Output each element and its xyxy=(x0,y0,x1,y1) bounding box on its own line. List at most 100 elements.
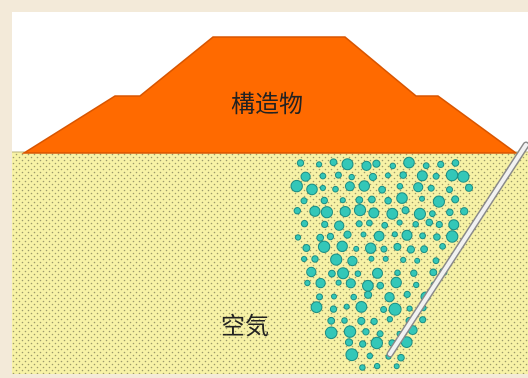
air-bubble xyxy=(335,279,342,286)
air-bubble xyxy=(300,219,309,228)
air-bubble xyxy=(327,316,336,325)
air-bubble xyxy=(451,195,460,204)
air-bubble-cluster xyxy=(290,156,474,371)
structure-embankment xyxy=(21,36,519,154)
air-bubble xyxy=(355,196,364,204)
air-bubble xyxy=(320,206,333,219)
air-bubble xyxy=(373,362,381,370)
air-bubble xyxy=(433,233,441,241)
air-bubble xyxy=(347,255,358,267)
air-bubble xyxy=(432,172,440,180)
air-bubble xyxy=(337,267,350,280)
air-bubble xyxy=(372,267,383,279)
air-bubble xyxy=(353,245,360,252)
air-bubble xyxy=(321,220,329,228)
air-bubble xyxy=(324,326,338,340)
air-bubble xyxy=(413,207,426,220)
air-bubble xyxy=(422,162,430,170)
air-bubble xyxy=(368,195,376,204)
air-bubble xyxy=(460,207,469,216)
air-bubble xyxy=(362,328,370,336)
air-bubble xyxy=(362,279,374,292)
air-bubble xyxy=(301,255,308,263)
air-bubble xyxy=(372,159,381,168)
air-bubble xyxy=(326,232,335,241)
air-bubble xyxy=(386,207,399,220)
air-bubble xyxy=(380,245,388,253)
air-bubble xyxy=(339,206,351,218)
air-bubble xyxy=(315,277,326,289)
air-bubble xyxy=(446,230,459,243)
air-bubble xyxy=(334,171,342,179)
air-bubble xyxy=(393,363,400,370)
air-bubble xyxy=(464,183,474,192)
air-bubble xyxy=(384,196,392,205)
air-bubble xyxy=(353,204,367,217)
air-bubble xyxy=(330,253,343,266)
air-bubble xyxy=(376,330,384,338)
air-bubble xyxy=(360,231,367,238)
air-bubble xyxy=(341,317,348,324)
air-bubble xyxy=(420,245,429,254)
air-bubble xyxy=(361,160,372,171)
air-bubble xyxy=(328,269,336,278)
air-bubble xyxy=(373,230,385,242)
air-bubble xyxy=(388,302,402,316)
air-bubble xyxy=(425,218,434,227)
air-bubble xyxy=(457,170,470,183)
air-bubble xyxy=(393,242,402,251)
air-bubble xyxy=(378,185,387,194)
air-bubble xyxy=(309,205,321,217)
air-bubble xyxy=(446,208,454,217)
air-bubble xyxy=(451,159,460,167)
air-bubble xyxy=(300,197,308,205)
air-bubble xyxy=(316,233,325,242)
air-bubble xyxy=(300,171,311,182)
air-bubble xyxy=(294,234,302,241)
air-bubble xyxy=(345,278,356,289)
air-bubble xyxy=(403,290,411,298)
air-bubble xyxy=(304,279,311,287)
air-bubble xyxy=(416,170,428,182)
air-bubble xyxy=(394,269,401,277)
air-bubble xyxy=(355,301,368,313)
air-bubble xyxy=(370,317,378,326)
air-bubble xyxy=(354,270,362,278)
air-bubble xyxy=(396,183,404,190)
air-bubble xyxy=(343,325,357,338)
air-bubble xyxy=(391,231,398,238)
air-bubble xyxy=(368,207,380,219)
air-bubble xyxy=(390,276,402,289)
air-bubble xyxy=(389,162,397,170)
air-bubble xyxy=(432,195,445,208)
air-bubble xyxy=(339,197,346,204)
air-bubble xyxy=(366,352,374,360)
air-bubble xyxy=(384,292,395,303)
air-bubble xyxy=(445,168,459,182)
air-bubble xyxy=(332,185,339,193)
air-bubble xyxy=(401,229,413,241)
air-bubble xyxy=(382,255,389,262)
air-bubble xyxy=(359,340,367,348)
air-bubble xyxy=(293,207,301,215)
air-bubble xyxy=(419,232,427,240)
air-bubble xyxy=(427,184,435,192)
air-bubble xyxy=(320,196,328,205)
air-bubble xyxy=(343,303,350,310)
air-bubble xyxy=(396,192,408,204)
air-bubble xyxy=(341,158,354,171)
air-bubble xyxy=(290,179,303,193)
air-bubble xyxy=(429,268,438,277)
air-bubble xyxy=(358,180,370,192)
air-bubble xyxy=(396,219,403,226)
air-bubble xyxy=(400,256,407,263)
air-bubble xyxy=(413,182,424,193)
air-bubble xyxy=(410,269,418,277)
air-bubble xyxy=(384,172,391,179)
structure-label: 構造物 xyxy=(231,90,303,118)
air-bubble xyxy=(345,348,359,362)
air-bubble xyxy=(311,255,319,263)
air-bubble xyxy=(350,293,358,301)
